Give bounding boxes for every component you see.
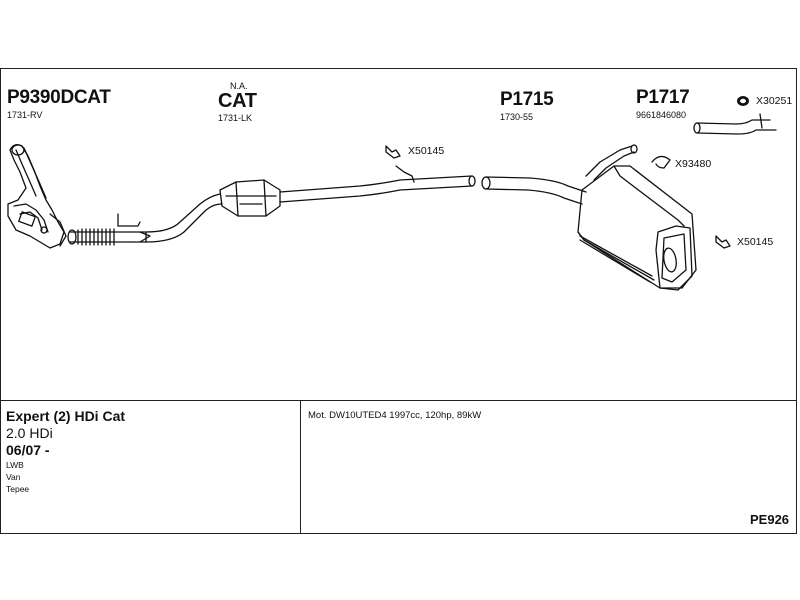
part-reference: 9661846080 [636,110,687,120]
front-pipe [145,193,223,243]
vehicle-year: 06/07 - [6,442,50,458]
silencer-hanger [585,144,638,181]
diagram-code: PE926 [750,512,790,527]
vehicle-variant: LWB [6,460,24,470]
vehicle-variant: Van [6,472,21,482]
tail-pipe [693,113,777,135]
part-cat: N.A. CAT 1731-LK [218,81,257,123]
divider-vertical [300,400,301,534]
manifold-downpipe [7,144,67,249]
fitting-x30251: X30251 [756,95,793,107]
part-p9390dcat: P9390DCAT 1731-RV [7,87,111,121]
part-number: P1717 [636,87,690,108]
catalyst [219,179,281,217]
fitting-x50145-rear: X50145 [737,236,774,248]
divider-horizontal [0,400,797,401]
vehicle-info: Expert (2) HDi Cat 2.0 HDi 06/07 - LWB V… [6,408,125,495]
fitting-x93480: X93480 [675,158,712,170]
vehicle-variant: Tepee [6,484,30,494]
part-p1715: P1715 1730-55 [500,89,554,123]
part-number: CAT [218,90,257,112]
part-reference: 1731-RV [7,110,43,120]
rear-silencer [577,165,697,291]
vehicle-engine: 2.0 HDi [6,425,53,441]
part-reference: 1731-LK [218,113,253,123]
ring-icon [737,96,749,106]
part-p1717: P1717 9661846080 [636,87,690,121]
flex-pipe [67,213,151,246]
middle-pipe [279,165,476,203]
fitting-x50145-mid: X50145 [408,145,445,157]
clamp-icon [651,155,671,169]
info-frame [0,68,797,534]
part-number: P1715 [500,89,554,110]
rubber-mount-icon [715,235,731,249]
motor-spec: Mot. DW10UTED4 1997cc, 120hp, 89kW [308,410,482,421]
part-note: N.A. [230,81,248,91]
vehicle-model: Expert (2) HDi Cat [6,408,126,424]
part-number: P9390DCAT [7,87,111,108]
rear-pipe [481,176,587,205]
part-reference: 1730-55 [500,112,534,122]
rubber-mount-icon [385,145,401,159]
